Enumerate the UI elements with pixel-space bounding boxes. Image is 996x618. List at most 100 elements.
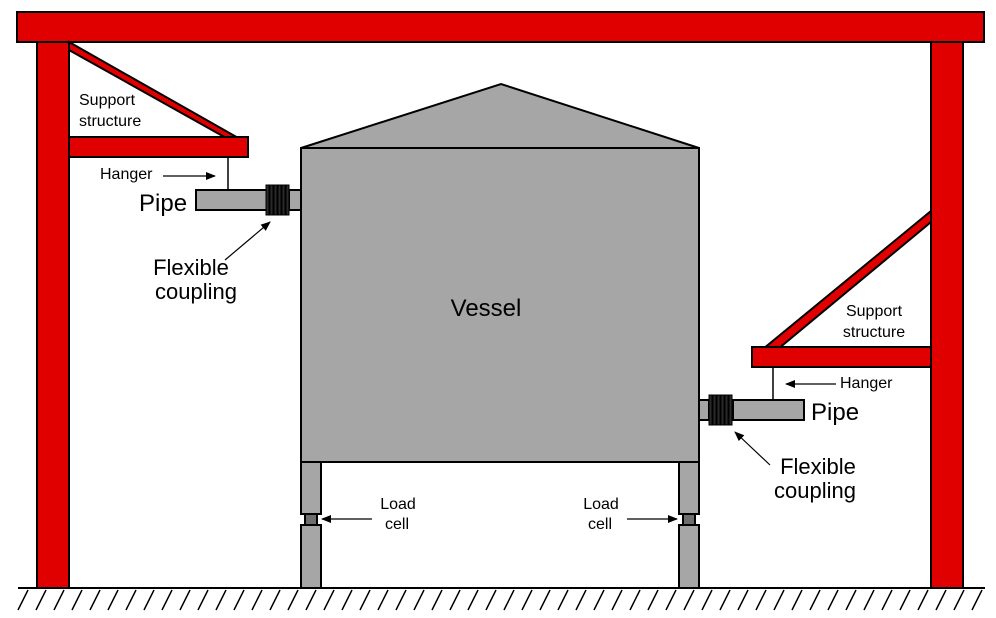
- bellows-fold: [716, 394, 721, 426]
- right-load-cell: [682, 513, 696, 526]
- right-leg-upper: [678, 461, 700, 515]
- ground-hatch-mark: [665, 589, 677, 611]
- ground-hatch-mark: [917, 589, 929, 611]
- right-loadcell-label-line1: Load: [583, 496, 619, 513]
- bellows-fold: [277, 184, 282, 216]
- ground-hatch-mark: [251, 589, 263, 611]
- ground-hatch-mark: [215, 589, 227, 611]
- top-beam: [16, 11, 985, 43]
- left-pipe-label: Pipe: [139, 190, 187, 217]
- left-coupling-label-line1: Flexible: [153, 255, 229, 280]
- ground-hatch-mark: [467, 589, 479, 611]
- bellows-fold: [265, 184, 270, 216]
- ground-hatch-mark: [881, 589, 893, 611]
- right-pipe-label: Pipe: [811, 399, 859, 426]
- right-leg: [678, 461, 700, 589]
- ground-hatch-mark: [539, 589, 551, 611]
- bellows-fold: [724, 394, 729, 426]
- vessel-body: [300, 147, 700, 463]
- right-flexible-coupling: [708, 394, 733, 426]
- right-support-label-line1: Support: [846, 303, 903, 320]
- bellows-fold: [712, 394, 717, 426]
- bellows-fold: [281, 184, 286, 216]
- ground-hatch-mark: [593, 589, 605, 611]
- ground-hatch-mark: [197, 589, 209, 611]
- bellows-fold: [269, 184, 274, 216]
- ground-hatch-mark: [557, 589, 569, 611]
- bellows-fold: [720, 394, 725, 426]
- ground-hatch-mark: [377, 589, 389, 611]
- right-support-beam: [751, 346, 932, 368]
- ground-hatch-mark: [629, 589, 641, 611]
- left-coupling-arrow: [224, 221, 271, 261]
- left-pipe: [195, 189, 271, 211]
- ground-hatch-mark: [89, 589, 101, 611]
- ground-hatch-mark: [791, 589, 803, 611]
- right-support-structure: [751, 208, 932, 368]
- ground-hatch-mark: [899, 589, 911, 611]
- bellows-fold: [708, 394, 713, 426]
- ground-hatch-mark: [233, 589, 245, 611]
- ground-hatch-mark: [719, 589, 731, 611]
- ground-hatch-mark: [143, 589, 155, 611]
- ground-hatch-mark: [413, 589, 425, 611]
- ground-hatch-mark: [773, 589, 785, 611]
- left-leg-upper: [300, 461, 322, 515]
- ground-hatch-mark: [701, 589, 713, 611]
- right-coupling-label-line2: coupling: [774, 478, 856, 503]
- left-leg-lower: [300, 524, 322, 589]
- ground-hatch-mark: [827, 589, 839, 611]
- ground-hatch-mark: [953, 589, 965, 611]
- left-load-cell: [304, 513, 318, 526]
- pointer-arrows: [163, 172, 836, 523]
- ground-hatch-mark: [755, 589, 767, 611]
- left-pipe-stub: [288, 189, 302, 211]
- vessel-label: Vessel: [451, 295, 522, 322]
- ground-hatch-mark: [485, 589, 497, 611]
- right-pipe: [732, 399, 805, 421]
- ground-hatch-mark: [503, 589, 515, 611]
- bellows-fold: [273, 184, 278, 216]
- ground-hatch-mark: [125, 589, 137, 611]
- ground-hatch-mark: [737, 589, 749, 611]
- ground-hatch-mark: [35, 589, 47, 611]
- left-loadcell-label-line2: cell: [385, 516, 409, 533]
- left-loadcell-label-line1: Load: [380, 496, 416, 513]
- ground-hatch-mark: [269, 589, 281, 611]
- ground-hatch-mark: [521, 589, 533, 611]
- ground-hatch-mark: [323, 589, 335, 611]
- left-flexible-coupling: [265, 184, 290, 216]
- right-hanger-label: Hanger: [840, 375, 893, 392]
- ground-hatch-mark: [395, 589, 407, 611]
- right-coupling-label-line1: Flexible: [780, 454, 856, 479]
- ground-hatching: [17, 589, 983, 611]
- ground-hatch-mark: [179, 589, 191, 611]
- ground-hatch-mark: [359, 589, 371, 611]
- right-support-label-line2: structure: [843, 324, 905, 341]
- right-pipe-assembly: [698, 367, 805, 426]
- left-support-label-line1: Support: [79, 92, 136, 109]
- ground-hatch-mark: [809, 589, 821, 611]
- left-hanger-label: Hanger: [100, 166, 153, 183]
- left-support-beam: [68, 136, 249, 158]
- right-loadcell-label-line2: cell: [588, 516, 612, 533]
- ground-hatch-mark: [449, 589, 461, 611]
- right-coupling-arrow: [734, 431, 771, 466]
- vessel: [300, 82, 700, 463]
- ground-hatch-mark: [287, 589, 299, 611]
- bellows-fold: [728, 394, 733, 426]
- ground-hatch-mark: [71, 589, 83, 611]
- left-support-structure: [68, 40, 249, 158]
- right-leg-lower: [678, 524, 700, 589]
- ground-hatch-mark: [17, 589, 29, 611]
- ground-hatch-mark: [683, 589, 695, 611]
- ground-hatch-mark: [971, 589, 983, 611]
- ground-hatch-mark: [53, 589, 65, 611]
- left-leg: [300, 461, 322, 589]
- vessel-roof: [300, 82, 700, 149]
- ground-hatch-mark: [863, 589, 875, 611]
- right-pipe-stub: [698, 399, 710, 421]
- left-pipe-assembly: [195, 157, 302, 216]
- ground-hatch-mark: [935, 589, 947, 611]
